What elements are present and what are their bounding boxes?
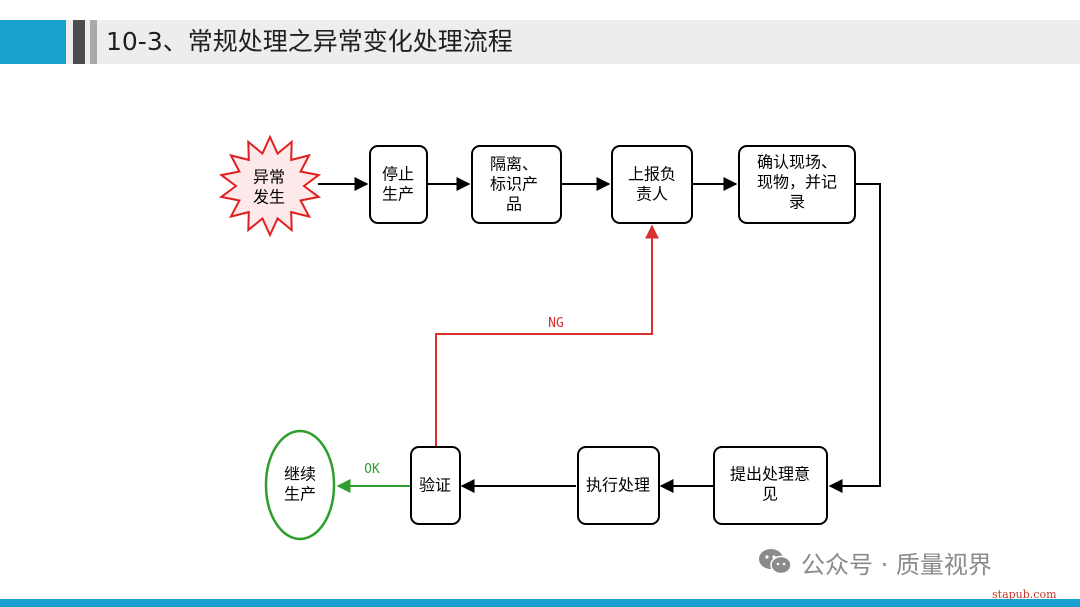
node-propose-line-1: 提出处理意: [730, 465, 810, 484]
node-stop-line-1: 停止: [382, 165, 414, 184]
node-isolate-line-2: 标识产: [490, 175, 538, 194]
node-confirm-line-2: 现物，并记: [757, 173, 837, 192]
node-execute-box: [577, 446, 660, 525]
edge-ng-verify-to-report: [435, 224, 659, 446]
start-node-line-1: 异常: [253, 168, 285, 187]
node-confirm: 确认现场、 现物，并记 录: [738, 145, 856, 224]
end-node: 继续 生产: [264, 429, 336, 541]
wechat-icon: [757, 548, 793, 584]
node-report-line-2: 责人: [636, 185, 668, 204]
watermark: 公众号 · 质量视界: [757, 548, 992, 580]
header-stripe-dark: [73, 20, 85, 64]
page-title: 10-3、常规处理之异常变化处理流程: [106, 27, 513, 56]
node-report-box: [611, 145, 693, 224]
node-confirm-line-3: 录: [789, 193, 805, 212]
edge-confirm-to-propose: [828, 183, 881, 493]
node-report: 上报负 责人: [611, 145, 693, 224]
node-isolate-line-3: 品: [506, 195, 522, 214]
node-isolate-line-1: 隔离、: [490, 155, 538, 174]
node-report-line-1: 上报负: [628, 165, 676, 184]
start-node-line-2: 发生: [253, 188, 285, 207]
node-stop-line-2: 生产: [382, 185, 414, 204]
node-propose: 提出处理意 见: [713, 446, 828, 525]
header-stripe-light: [90, 20, 97, 64]
node-verify-line-1: 验证: [419, 476, 451, 495]
end-node-line-2: 生产: [284, 485, 316, 504]
ok-label: OK: [364, 462, 380, 477]
ng-label: NG: [548, 316, 564, 331]
bottom-bar: [0, 599, 1080, 607]
node-verify-box: [410, 446, 461, 525]
node-execute: 执行处理: [577, 446, 660, 525]
node-propose-box: [713, 446, 828, 525]
node-propose-line-2: 见: [762, 485, 778, 504]
site-mark: stapub.com: [992, 588, 1057, 601]
node-verify: 验证: [410, 446, 461, 525]
node-isolate: 隔离、 标识产 品: [471, 145, 562, 224]
node-confirm-box: [738, 145, 856, 224]
node-confirm-line-1: 确认现场、: [757, 153, 837, 172]
header-bar: [0, 20, 1080, 64]
header-accent-block: [0, 20, 66, 64]
watermark-text: 公众号 · 质量视界: [801, 551, 992, 579]
node-stop: 停止 生产: [369, 145, 428, 224]
end-node-line-1: 继续: [284, 465, 316, 484]
end-node-ellipse: [264, 429, 336, 541]
node-stop-box: [369, 145, 428, 224]
node-isolate-box: [471, 145, 562, 224]
start-node-burst: [218, 134, 322, 238]
node-execute-line-1: 执行处理: [586, 476, 650, 495]
